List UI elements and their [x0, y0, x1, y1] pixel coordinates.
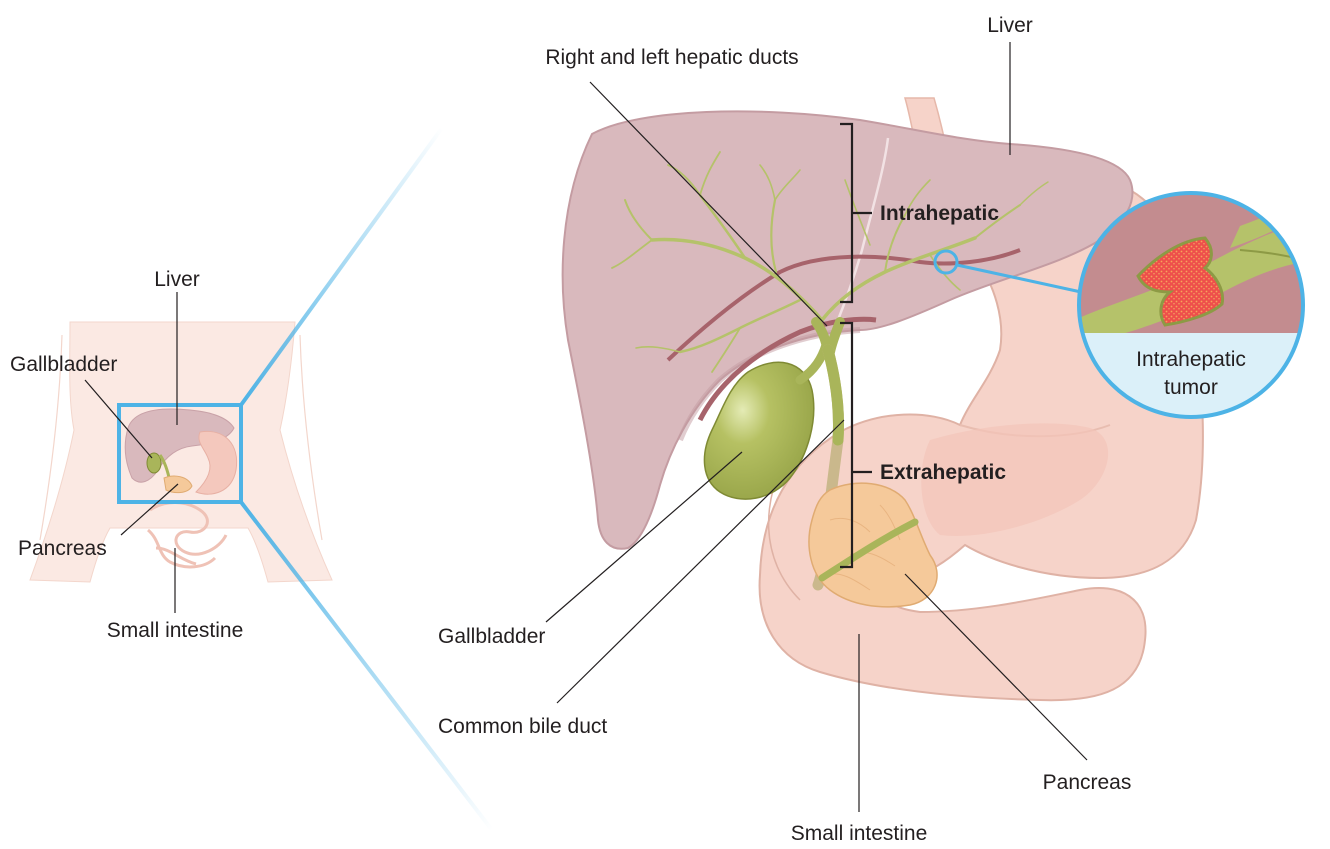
- small-intestine-label: Small intestine: [791, 822, 928, 845]
- inset-caption-line1: Intrahepatic: [1136, 348, 1246, 371]
- extrahepatic-label: Extrahepatic: [880, 461, 1006, 484]
- cystic-duct: [800, 345, 826, 380]
- common-bile-duct-label: Common bile duct: [438, 715, 607, 738]
- zoom-line-bottom: [241, 502, 492, 830]
- zoom-line-top: [241, 128, 442, 405]
- overview-gallbladder-label: Gallbladder: [10, 353, 117, 376]
- pancreas-label: Pancreas: [1043, 771, 1132, 794]
- overview-small-intestine-label: Small intestine: [107, 619, 244, 642]
- liver-label: Liver: [987, 14, 1033, 37]
- overview-pancreas-label: Pancreas: [18, 537, 107, 560]
- inset-caption-line2: tumor: [1164, 376, 1218, 399]
- detail-anatomy: [563, 98, 1203, 700]
- overview-liver-label: Liver: [154, 268, 200, 291]
- hepatic-ducts-label: Right and left hepatic ducts: [545, 46, 798, 69]
- gallbladder-label: Gallbladder: [438, 625, 545, 648]
- intrahepatic-label: Intrahepatic: [880, 202, 999, 225]
